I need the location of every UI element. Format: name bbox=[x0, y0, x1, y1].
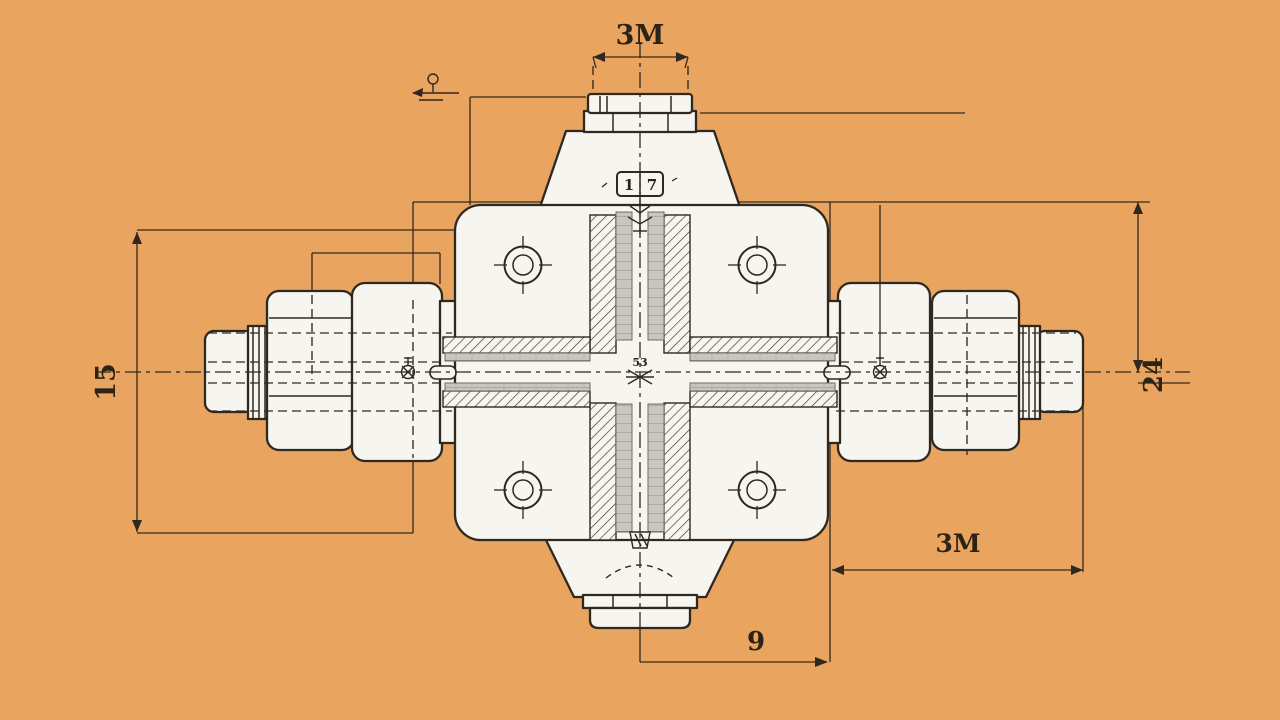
right-fitting-assembly bbox=[820, 281, 1085, 463]
bolt-hole bbox=[494, 461, 552, 519]
dimension-bottom: 9 bbox=[639, 627, 828, 667]
sleeve-bottom-left bbox=[615, 403, 633, 533]
dim-left-label: 15 bbox=[91, 363, 122, 401]
dim-bottom-right-label: 3M bbox=[935, 529, 980, 558]
dimension-left: 15 bbox=[91, 232, 142, 532]
left-fitting-assembly bbox=[203, 281, 460, 463]
dim-bottom-label: 9 bbox=[747, 627, 765, 657]
bolt-hole bbox=[728, 461, 786, 519]
right-hex-nut bbox=[930, 289, 1021, 452]
section-hatching bbox=[429, 211, 851, 541]
sleeve-bottom-right bbox=[647, 403, 665, 533]
dimension-top: 3M bbox=[592, 20, 689, 69]
dimension-bottom-right: 3M bbox=[832, 529, 1083, 575]
center-mark-text: 53 bbox=[632, 356, 647, 369]
port-tag-left-digit: 1 bbox=[624, 176, 634, 194]
port-tag-right-digit: 7 bbox=[647, 176, 657, 194]
centerlines bbox=[95, 42, 1190, 628]
hidden-lines bbox=[208, 66, 1076, 458]
dim-right-label: 24 bbox=[1139, 357, 1169, 393]
datum-symbol-icon bbox=[412, 73, 459, 101]
dimensions: 3M 15 24 3M 9 bbox=[91, 20, 1190, 667]
right-ribbed-ring bbox=[1016, 324, 1042, 421]
bolt-hole bbox=[728, 236, 786, 294]
left-hex-nut bbox=[265, 289, 356, 452]
dim-top-label: 3M bbox=[616, 20, 665, 51]
bolt-holes bbox=[494, 236, 786, 519]
bolt-hole bbox=[494, 236, 552, 294]
sleeve-top-right bbox=[647, 211, 665, 341]
dimension-right: 24 bbox=[1133, 202, 1190, 393]
sleeve-top-left bbox=[615, 211, 633, 341]
